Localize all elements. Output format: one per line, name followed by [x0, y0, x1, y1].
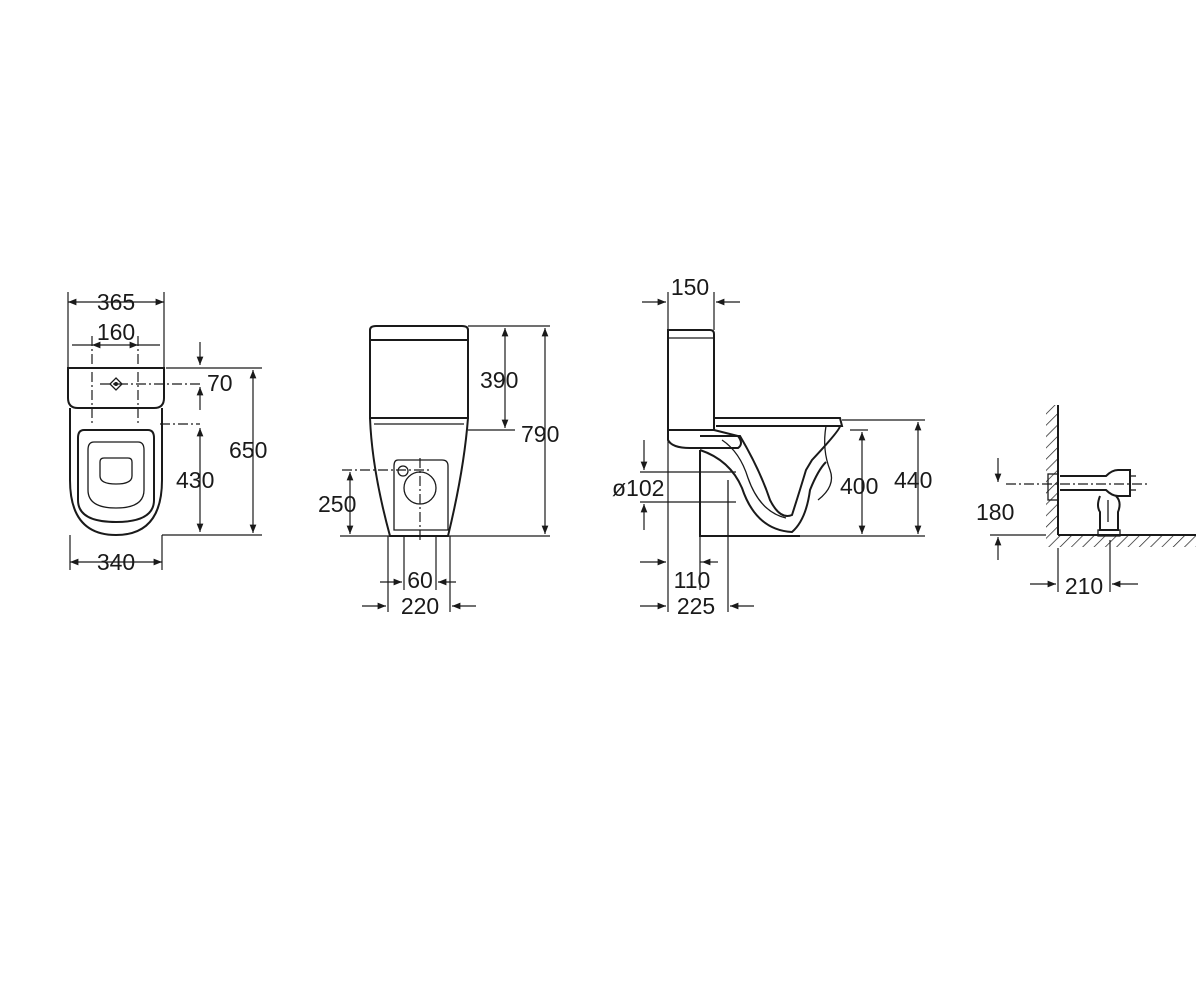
dim-inlet-offset: 70	[207, 370, 233, 396]
front-view: 365 160 70 430 650 340	[67, 289, 267, 575]
dim-base-width: 220	[401, 593, 439, 619]
side-view: 150 ø102 400 440 110 225	[612, 274, 932, 619]
dim-width-top: 365	[97, 289, 135, 315]
dim-bowl-height: 400	[840, 473, 878, 499]
wall-hatch	[1046, 405, 1058, 535]
dim-total-height: 790	[521, 421, 559, 447]
dim-seat-height: 430	[176, 467, 214, 493]
front-tank-outline	[67, 367, 165, 409]
back-tank-outline	[369, 340, 469, 419]
side-tank-outline	[667, 329, 715, 431]
dim-rim-height: 440	[894, 467, 932, 493]
side-trap-outline	[699, 449, 827, 534]
side-seat-outline	[714, 417, 844, 427]
dim-pipe-height: 180	[976, 499, 1014, 525]
dim-inlet-spacing: 160	[97, 319, 135, 345]
side-tank-connector	[667, 429, 742, 449]
dim-total-depth: 650	[229, 437, 267, 463]
dim-base-offset: 225	[677, 593, 715, 619]
back-outlet-recess	[393, 459, 449, 531]
back-view: 390 790 250 60 220	[318, 325, 559, 619]
connector-elbow	[1097, 495, 1121, 531]
dim-width-bottom: 340	[97, 549, 135, 575]
side-base-outline	[699, 450, 800, 537]
front-water-outline	[99, 457, 133, 485]
dim-tank-height: 390	[480, 367, 518, 393]
dim-outlet-diameter: ø102	[612, 475, 664, 501]
connection-view: 180 210	[976, 405, 1196, 599]
side-bowl-outline	[700, 425, 841, 517]
front-seat-outline	[77, 429, 155, 524]
dim-outlet-height: 250	[318, 491, 356, 517]
front-bowl-inner	[87, 441, 145, 509]
dim-outlet-offset: 110	[674, 567, 711, 593]
dim-base-inner: 60	[407, 567, 433, 593]
back-tank-lid	[369, 325, 469, 341]
front-inlet-symbol	[109, 377, 123, 391]
floor-hatch	[1046, 535, 1196, 547]
dim-tank-depth: 150	[671, 274, 709, 300]
dim-wall-distance: 210	[1065, 573, 1103, 599]
front-bowl-outline	[69, 408, 163, 537]
connector-pipe	[1060, 469, 1131, 497]
back-body-outline	[369, 417, 469, 537]
